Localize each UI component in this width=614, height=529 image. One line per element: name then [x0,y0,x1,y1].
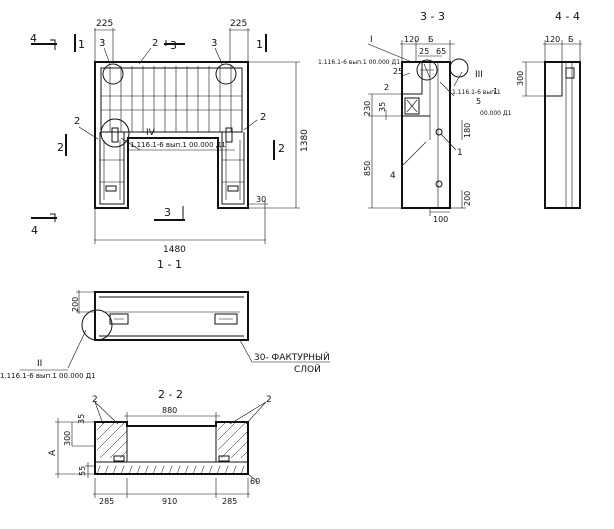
dim-25-s3b: 25 [393,67,403,76]
ref-node-iii-a: 1.116.1-6 вып.1 [452,89,501,96]
pos-4: 4 [390,171,396,181]
dim-200-s3: 200 [463,191,472,206]
pos-2-right: 2 [260,112,266,123]
ref-node-iii-b: 00.000 Д1 [480,110,512,117]
dim-300-s2: 300 [63,431,72,446]
pos-3-right: 3 [211,38,217,49]
node-i-circle [416,59,438,81]
dim-b-s4: Б [568,35,574,44]
facing-note-2: СЛОЙ [294,363,321,375]
dim-200-s1: 200 [71,297,80,312]
dim-55: 55 [78,466,87,476]
cut-4-bottom: 4 [31,224,38,237]
pos-5: 5 [476,97,481,106]
dim-285-left: 285 [99,497,114,506]
cut-4-top: 4 [30,32,37,45]
section-3-3-title: 3 - 3 [420,10,445,23]
front-elevation [31,28,300,244]
section-2-2-title: 2 - 2 [158,388,183,401]
section-3-3 [367,40,469,216]
section-2-2-outline [94,421,249,475]
pos-1-s3-top: 1 [493,87,498,96]
node-iv-circle [100,118,130,148]
section-4-4 [522,40,582,209]
section-4-4-title: 4 - 4 [555,10,580,23]
facing-note-1: 30- ФАКТУРНЫЙ [254,351,330,363]
loop-detail-left [102,63,124,85]
pos-2-left: 2 [74,116,80,127]
dim-120-s3: 120 [404,35,419,44]
loop-detail-right [215,63,237,85]
cut-3-bottom: 3 [164,206,171,219]
pos-2-s2-left: 2 [92,395,98,405]
reinforcement-bars [109,66,232,132]
dim-225-left: 225 [96,19,113,29]
ref-node-i: 1.116.1-6 вып.1 00.000 Д1 [318,59,400,66]
dim-60: 60 [250,477,260,486]
dim-35-s2: 35 [77,414,86,424]
dim-25: 25 [419,47,429,56]
cut-2-left: 2 [57,141,64,154]
dim-910: 910 [162,497,177,506]
dim-120-s4: 120 [545,35,560,44]
node-iv-label: IV [146,128,156,138]
section-2-2 [55,401,267,498]
pos-2-s2-right: 2 [266,395,272,405]
node-ii-circle [81,309,113,341]
cut-1-left: 1 [78,38,85,51]
cut-1-right: 1 [256,38,263,51]
dim-30-front: 30 [256,195,266,204]
node-iii-label: III [475,70,483,80]
dim-285-right: 285 [222,497,237,506]
section-4-4-outline [544,61,581,209]
dim-b-s3: Б [428,35,434,44]
node-ii-label: II [37,359,42,369]
dim-880: 880 [162,406,177,415]
dim-1380: 1380 [300,129,310,152]
dim-a: А [48,449,58,456]
section-1-1 [20,290,330,371]
pos-2-top: 2 [152,38,158,49]
dim-300-s4: 300 [516,71,525,86]
cut-2-right: 2 [278,142,285,155]
section-1-1-outline [94,291,249,341]
front-outline [94,61,249,209]
node-i-label: I [370,35,373,45]
node-iii-circle [449,58,469,78]
pos-3-left: 3 [99,38,105,49]
dim-65: 65 [436,47,446,56]
pos-2-s3: 2 [384,83,389,92]
dim-35-s3: 35 [378,102,387,112]
ref-node-ii: 1.116.1-6 вып.1 00.000 Д1 [0,372,96,380]
section-3-3-outline [401,61,451,209]
dim-1480: 1480 [163,245,186,255]
dim-850: 850 [363,161,372,176]
ref-node-iv: 1.116.1-6 вып.1 00.000 Д1 [130,141,226,149]
section-1-1-title: 1 - 1 [157,258,182,271]
dim-230: 230 [363,101,372,116]
cut-3-top: 3 [170,39,177,52]
dim-100: 100 [433,215,448,224]
dim-180: 180 [463,123,472,138]
dim-225-right: 225 [230,19,247,29]
pos-1-s3: 1 [457,148,463,158]
